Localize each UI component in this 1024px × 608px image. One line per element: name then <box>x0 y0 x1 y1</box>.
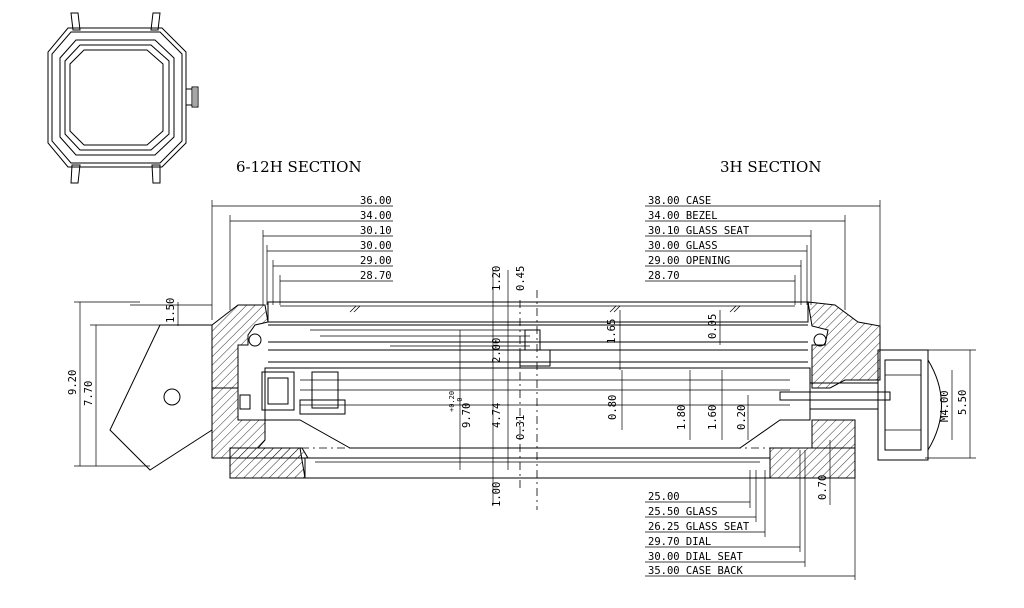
dim-label: 30.00 <box>360 240 392 252</box>
dim-label: 35.00 CASE BACK <box>648 565 744 577</box>
top-left-dimension-set: 36.00 34.00 30.10 30.00 29.00 28.70 <box>211 195 393 320</box>
dim-label: 25.50 GLASS <box>648 506 718 518</box>
dim-label: 1.00 <box>491 482 503 507</box>
dim-label: 28.70 <box>360 270 392 282</box>
left-section-title: 6-12H SECTION <box>236 158 362 176</box>
dim-label: 0.05 <box>707 314 719 339</box>
dim-label: 30.00 DIAL SEAT <box>648 551 744 563</box>
dim-label: 29.00 <box>360 255 392 267</box>
dim-label: 36.00 <box>360 195 392 207</box>
dim-label: 38.00 CASE <box>648 195 711 207</box>
dim-label: 0.31 <box>515 415 527 440</box>
crown-dimensions: M4.00 5.50 <box>925 349 976 459</box>
dim-label: 28.70 <box>648 270 680 282</box>
dim-label: 0.80 <box>607 395 619 420</box>
dim-label: 1.50 <box>165 298 177 323</box>
dim-label: 4.74 <box>491 403 503 428</box>
dim-label: 34.00 <box>360 210 392 222</box>
dim-label: 1.65 <box>606 319 618 344</box>
dim-label: 1.80 <box>676 405 688 430</box>
left-vertical-dimensions: 9.20 7.70 1.50 <box>67 298 179 467</box>
dim-label: 30.00 GLASS <box>648 240 718 252</box>
inner-vertical-dimensions: 1.20 0.45 2.00 1.65 0.05 9.70 +0.20 -0 4… <box>448 266 831 507</box>
dim-label: 29.70 DIAL <box>648 536 711 548</box>
dim-label: 1.20 <box>491 266 503 291</box>
dim-label: 0.70 <box>817 475 829 500</box>
dim-label: +0.20 <box>448 391 456 412</box>
dim-label: 30.10 GLASS SEAT <box>648 225 750 237</box>
dim-label: 34.00 BEZEL <box>648 210 718 222</box>
dim-label: 9.70 <box>461 403 473 428</box>
right-section-title: 3H SECTION <box>720 158 821 176</box>
dim-label: 0.20 <box>736 405 748 430</box>
dim-label: 30.10 <box>360 225 392 237</box>
bottom-right-dimension-set: 25.00 25.50 GLASS 26.25 GLASS SEAT 29.70… <box>645 450 856 580</box>
watch-front-view <box>47 12 199 184</box>
dim-label: -0 <box>456 398 464 406</box>
dim-label: 26.25 GLASS SEAT <box>648 521 750 533</box>
dim-label: 0.45 <box>515 266 527 291</box>
dim-label: 29.00 OPENING <box>648 255 730 267</box>
dim-label: 2.00 <box>491 338 503 363</box>
dim-label: 25.00 <box>648 491 680 503</box>
dim-label: 9.20 <box>67 370 79 395</box>
top-right-dimension-set: 38.00 CASE 34.00 BEZEL 30.10 GLASS SEAT … <box>645 195 881 345</box>
dim-label: 1.60 <box>707 405 719 430</box>
dim-label: 5.50 <box>957 390 969 415</box>
dim-label: M4.00 <box>939 390 951 422</box>
dim-label: 7.70 <box>83 381 95 406</box>
